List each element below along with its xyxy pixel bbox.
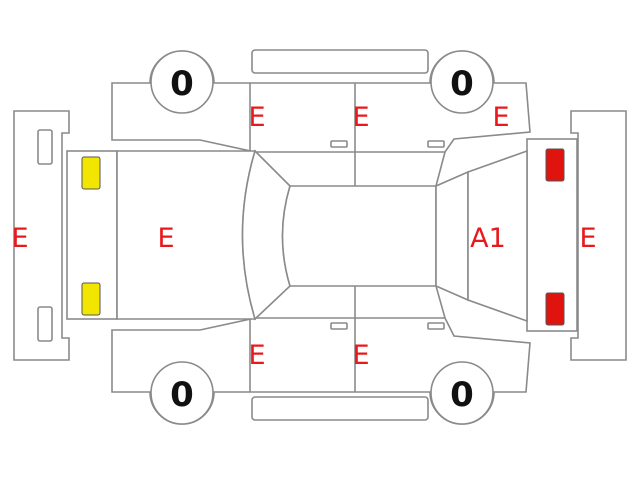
rear-left-tire: 0 <box>430 50 494 114</box>
left-side-skirt <box>251 49 429 74</box>
rear-left-taillamp <box>545 148 565 182</box>
front-bumper <box>13 110 70 361</box>
left-rear-fender-mark: E <box>492 102 509 133</box>
rear-bumper-mark: E <box>579 223 596 254</box>
trunk-lid <box>467 149 528 323</box>
hood-panel <box>116 150 257 320</box>
right-rear-door-mark: E <box>352 340 369 371</box>
roof-mark: A1 <box>470 223 506 254</box>
right-side-skirt <box>251 396 429 421</box>
svg-text:0: 0 <box>170 375 194 415</box>
front-bumper-mark: E <box>11 223 28 254</box>
right-front-door-mark: E <box>248 340 265 371</box>
roof-panel <box>281 185 437 287</box>
hood-mark: E <box>157 223 174 254</box>
front-right-headlamp <box>81 282 101 316</box>
rear-right-taillamp <box>545 292 565 326</box>
rear-right-tire: 0 <box>430 361 494 425</box>
svg-text:0: 0 <box>450 375 474 415</box>
left-front-door-mark: E <box>248 102 265 133</box>
left-rear-door-mark: E <box>352 102 369 133</box>
rear-window <box>435 170 469 302</box>
svg-text:0: 0 <box>450 64 474 104</box>
front-right-tire: 0 <box>150 361 214 425</box>
front-left-headlamp <box>81 156 101 190</box>
front-left-tire: 0 <box>150 50 214 114</box>
svg-text:0: 0 <box>170 64 194 104</box>
rear-bumper <box>570 110 627 361</box>
